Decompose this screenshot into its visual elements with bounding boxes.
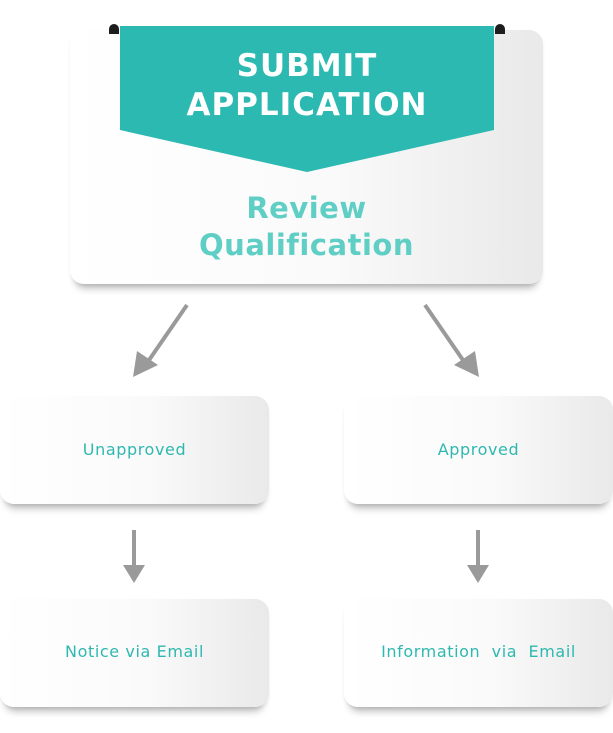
arrow-to-approved-shaft <box>423 303 467 365</box>
unapproved-card: Unapproved <box>0 396 269 504</box>
approved-label: Approved <box>437 440 520 459</box>
arrow-to-information-head <box>467 565 489 583</box>
banner-title-line2: APPLICATION <box>186 87 428 123</box>
banner-right-cap <box>495 24 505 34</box>
banner-title-line1: SUBMIT <box>236 48 378 84</box>
arrow-to-unapproved-shaft <box>145 303 189 365</box>
banner-left-cap <box>109 24 119 34</box>
notice-via-email-label: Notice via Email <box>65 642 204 661</box>
notice-via-email-card: Notice via Email <box>0 599 269 707</box>
banner-roll-caps <box>109 24 505 34</box>
review-label-line1: Review <box>246 191 367 225</box>
unapproved-label: Unapproved <box>82 440 187 459</box>
submit-application-banner <box>120 26 494 172</box>
review-label-line2: Qualification <box>199 228 414 262</box>
arrow-to-unapproved-head <box>133 351 158 377</box>
information-via-email-label: Information via Email <box>381 642 576 661</box>
approved-card: Approved <box>344 396 613 504</box>
information-via-email-card: Information via Email <box>344 599 613 707</box>
arrow-to-approved-head <box>454 351 479 377</box>
arrow-to-notice-head <box>123 565 145 583</box>
